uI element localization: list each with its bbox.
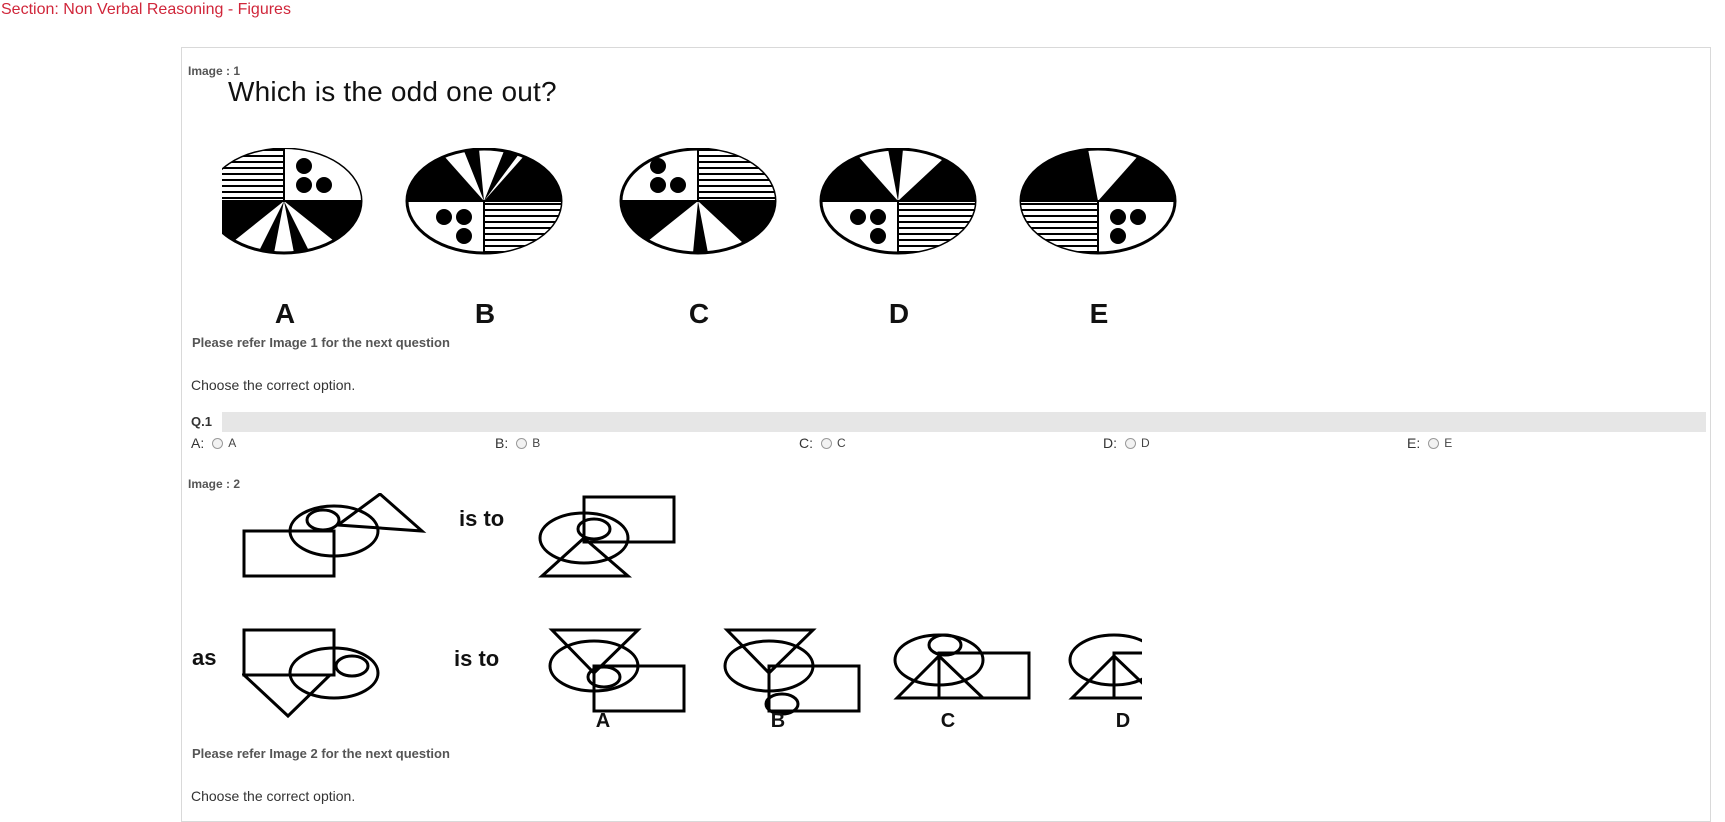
- option-d-text: D: [1141, 436, 1150, 450]
- option-d[interactable]: D: D: [1103, 435, 1150, 451]
- image-1-heading: Which is the odd one out?: [228, 76, 557, 107]
- figure-a: [222, 148, 363, 255]
- option-a[interactable]: A: A: [191, 435, 236, 451]
- image-1-refer: Please refer Image 1 for the next questi…: [192, 335, 450, 350]
- word-is-to-2: is to: [454, 646, 500, 671]
- word-as: as: [192, 645, 217, 670]
- analogy-option-b: [723, 628, 861, 716]
- option-a-key: A:: [191, 435, 205, 451]
- option-c-radio[interactable]: [821, 437, 832, 449]
- question-1-prompt: Choose the correct option.: [191, 377, 356, 393]
- question-1-number: Q.1: [191, 414, 212, 429]
- option-b-key: B:: [495, 435, 509, 451]
- option-a-radio[interactable]: [212, 437, 224, 449]
- image-2-label: Image : 2: [188, 477, 241, 491]
- figure-letter-a: A: [274, 298, 296, 329]
- analogy-letter-b: B: [770, 710, 786, 732]
- option-c-text: C: [837, 436, 846, 450]
- option-b-text: B: [532, 436, 541, 450]
- section-title: Section: Non Verbal Reasoning - Figures: [1, 1, 291, 18]
- analogy-letter-a: A: [595, 710, 611, 732]
- analogy-bottom-figures: [242, 628, 1142, 719]
- analogy-letter-d: D: [1115, 710, 1131, 732]
- image-2-refer: Please refer Image 2 for the next questi…: [192, 746, 450, 761]
- question-2-prompt: Choose the correct option.: [191, 788, 356, 804]
- word-is-to-1: is to: [459, 506, 505, 531]
- figure-letter-b: B: [474, 298, 496, 329]
- figure-b: [405, 148, 563, 255]
- figure-letter-e: E: [1089, 298, 1109, 329]
- question-1-bar: [222, 412, 1706, 432]
- analogy-option-c: [893, 633, 1031, 700]
- figure-e: [1019, 148, 1177, 255]
- image-1-label: Image : 1: [188, 64, 241, 78]
- figure-c: [619, 148, 777, 255]
- analogy-letter-c: C: [940, 710, 956, 732]
- option-e-text: E: [1444, 436, 1453, 450]
- option-b-radio[interactable]: [516, 437, 528, 449]
- option-d-key: D:: [1103, 435, 1117, 451]
- analogy-option-d: [1068, 633, 1142, 700]
- option-e-radio[interactable]: [1428, 437, 1440, 449]
- option-a-text: A: [228, 436, 237, 450]
- question-1-header: Q.1: [191, 412, 1706, 432]
- figure-letter-c: C: [688, 298, 710, 329]
- option-c[interactable]: C: C: [799, 435, 846, 451]
- figure-letter-d: D: [888, 298, 910, 329]
- option-b[interactable]: B: B: [495, 435, 540, 451]
- analogy-third-figure: [242, 628, 380, 719]
- odd-one-out-figures: [222, 148, 1177, 255]
- figure-d: [819, 148, 977, 255]
- option-d-radio[interactable]: [1125, 437, 1136, 449]
- analogy-second-figure: [538, 495, 676, 578]
- option-c-key: C:: [799, 435, 813, 451]
- option-e-key: E:: [1407, 435, 1421, 451]
- analogy-option-a: [548, 628, 686, 713]
- analogy-top-figures: [242, 493, 676, 578]
- analogy-first-figure: [242, 493, 427, 578]
- question-panel: Image : 1 Which is the odd one out?: [181, 47, 1711, 822]
- option-e[interactable]: E: E: [1407, 435, 1452, 451]
